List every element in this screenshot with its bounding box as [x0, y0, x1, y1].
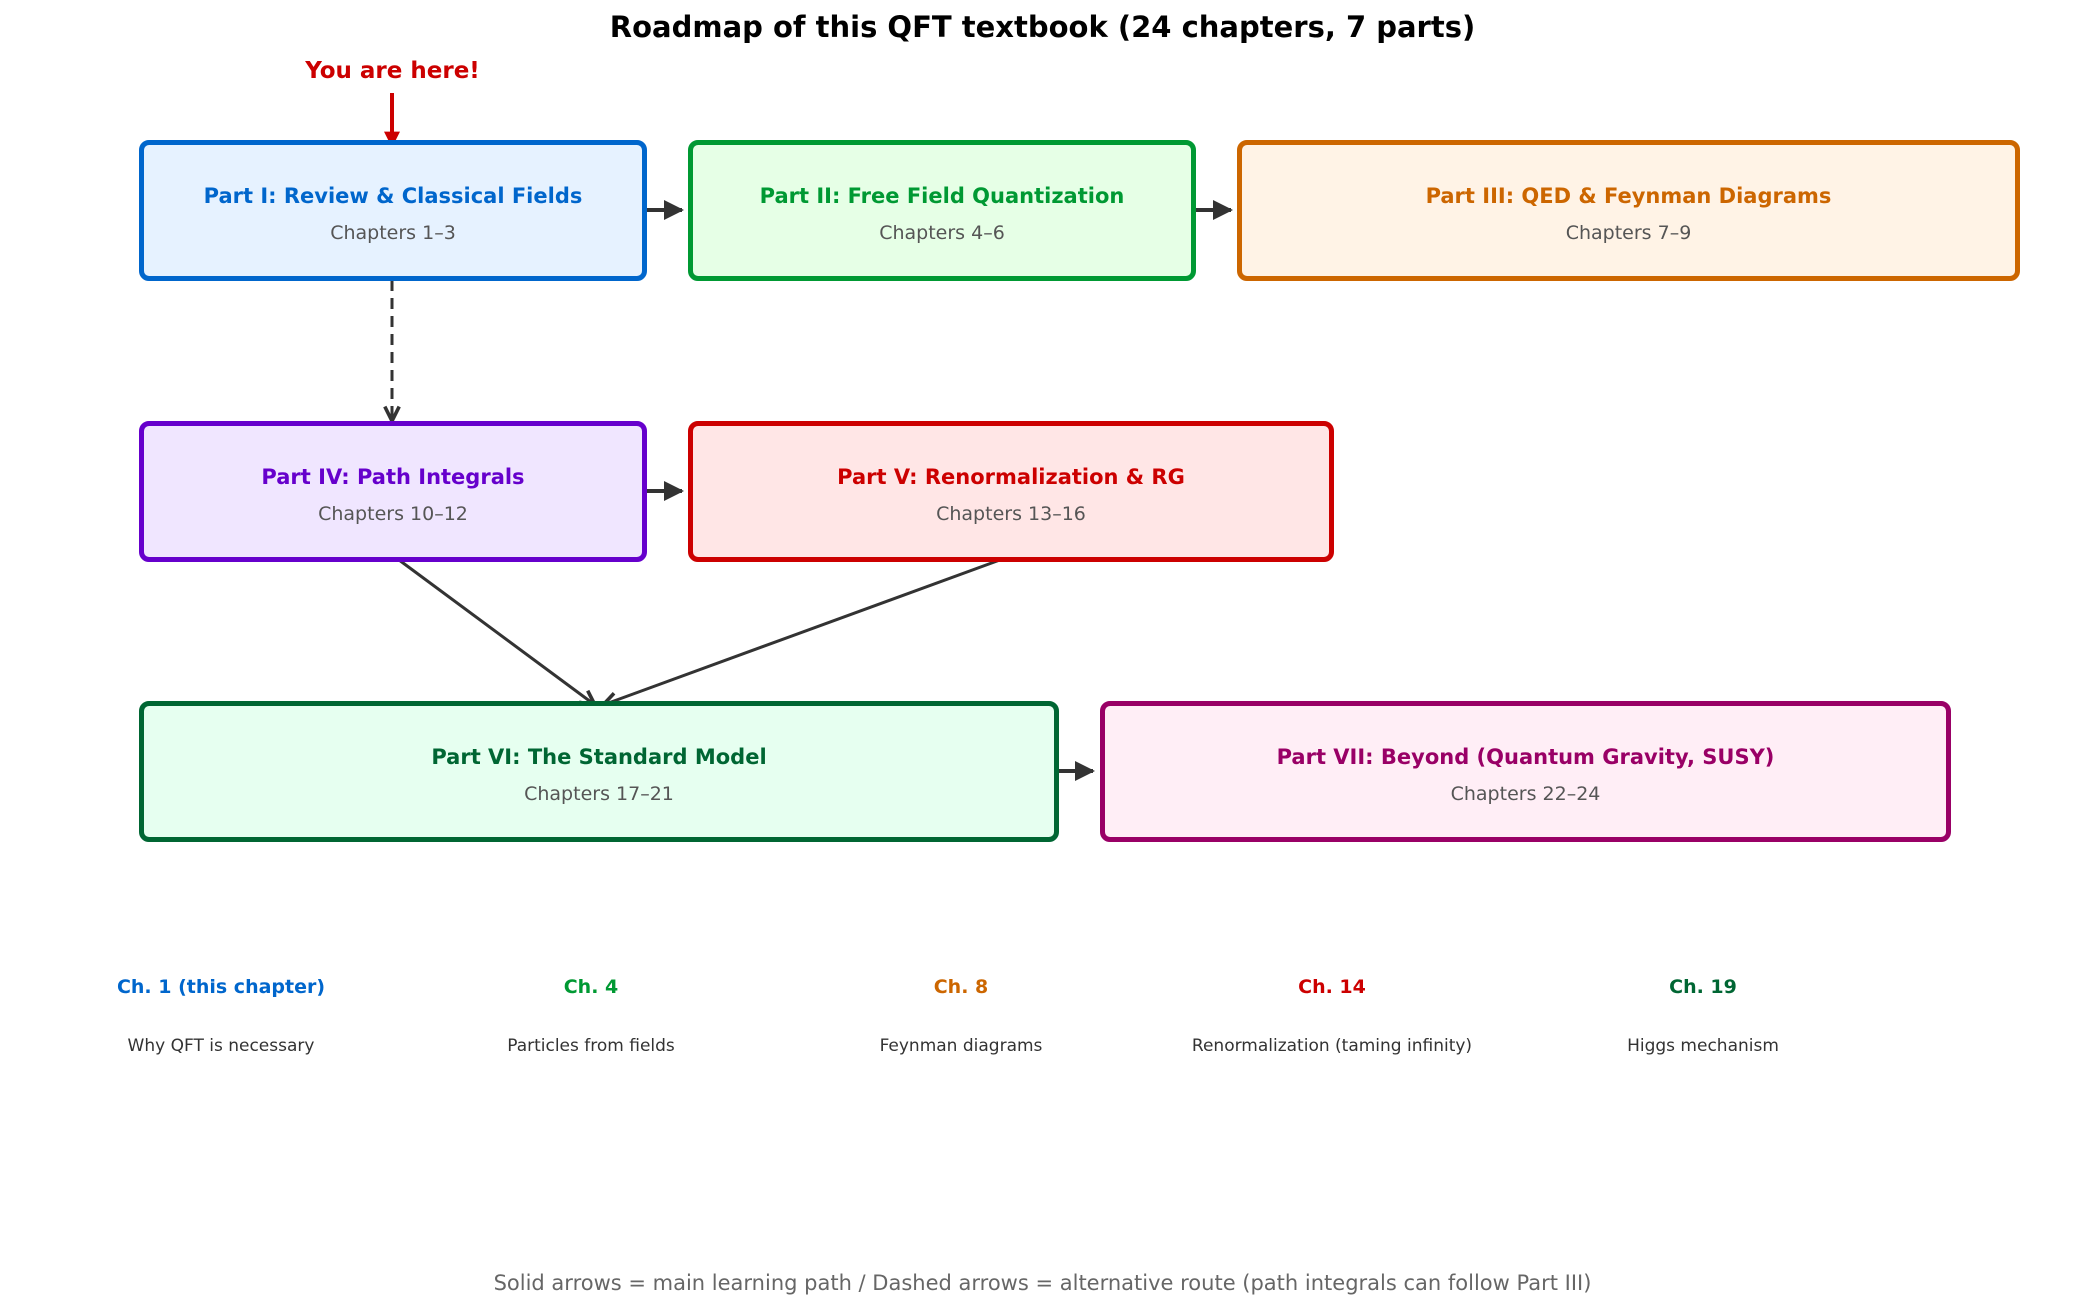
part-7-name: Part VII: Beyond (Quantum Gravity, SUSY)	[1276, 744, 1775, 769]
part-5-name: Part V: Renormalization & RG	[837, 464, 1185, 489]
legend-note: Solid arrows = main learning path / Dash…	[493, 1271, 1592, 1295]
you-are-here-label: You are here!	[305, 58, 480, 84]
part-1-box: Part I: Review & Classical Fields Chapte…	[139, 140, 647, 281]
highlight-ch1-label: Ch. 1 (this chapter)	[116, 976, 326, 998]
highlight-ch14-desc: Renormalization (taming infinity)	[1191, 1036, 1473, 1056]
part-5-chapters: Chapters 13–16	[936, 502, 1086, 525]
highlight-ch8-label: Ch. 8	[933, 976, 989, 998]
highlight-ch19-label: Ch. 19	[1669, 976, 1737, 998]
part-7-chapters: Chapters 22–24	[1450, 782, 1601, 805]
part-6-chapters: Chapters 17–21	[524, 782, 674, 805]
arrow-part5-to-part6	[603, 555, 1009, 705]
part-4-box: Part IV: Path Integrals Chapters 10–12	[139, 421, 647, 562]
part-1-chapters: Chapters 1–3	[330, 221, 456, 244]
highlight-ch14-label: Ch. 14	[1298, 976, 1366, 998]
highlight-ch4-desc: Particles from fields	[507, 1036, 675, 1056]
part-6-box: Part VI: The Standard Model Chapters 17–…	[139, 701, 1059, 842]
part-4-name: Part IV: Path Integrals	[261, 464, 525, 489]
highlight-ch1-desc: Why QFT is necessary	[127, 1036, 315, 1056]
part-3-name: Part III: QED & Feynman Diagrams	[1425, 183, 1832, 208]
highlight-ch8-desc: Feynman diagrams	[879, 1036, 1043, 1056]
part-3-box: Part III: QED & Feynman Diagrams Chapter…	[1237, 140, 2020, 281]
part-3-chapters: Chapters 7–9	[1565, 221, 1692, 244]
part-6-name: Part VI: The Standard Model	[431, 744, 767, 769]
part-2-box: Part II: Free Field Quantization Chapter…	[688, 140, 1196, 281]
part-2-chapters: Chapters 4–6	[879, 221, 1005, 244]
highlight-ch19-desc: Higgs mechanism	[1627, 1036, 1779, 1056]
part-2-name: Part II: Free Field Quantization	[759, 183, 1125, 208]
part-4-chapters: Chapters 10–12	[318, 502, 468, 525]
arrow-part4-to-part6	[394, 555, 595, 705]
part-5-box: Part V: Renormalization & RG Chapters 13…	[688, 421, 1334, 562]
diagram-title: Roadmap of this QFT textbook (24 chapter…	[609, 10, 1476, 44]
highlight-ch4-label: Ch. 4	[563, 976, 619, 998]
part-1-name: Part I: Review & Classical Fields	[203, 183, 583, 208]
part-7-box: Part VII: Beyond (Quantum Gravity, SUSY)…	[1100, 701, 1951, 842]
